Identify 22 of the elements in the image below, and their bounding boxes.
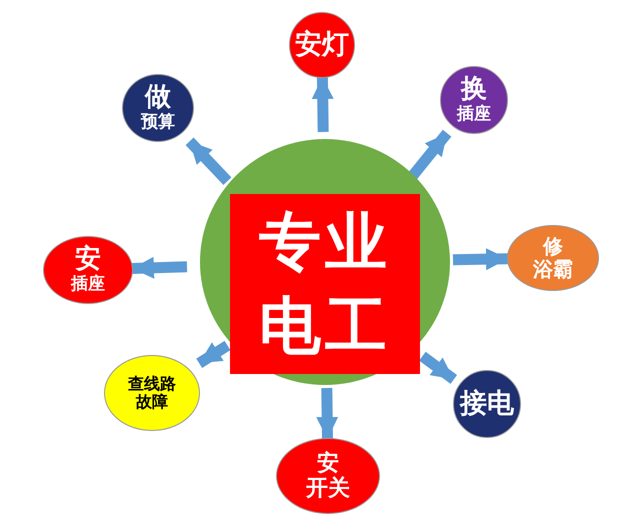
label-box: 专业电工 [230, 194, 420, 374]
node-label: 插座 [457, 105, 491, 125]
node-label: 做 [145, 83, 171, 112]
node-label: 安 [317, 450, 339, 476]
node-label: 插座 [71, 275, 105, 295]
arrow [132, 256, 188, 279]
arrow [419, 352, 458, 384]
node-label: 安 [75, 245, 101, 274]
node-label: 查线路故障 [126, 374, 177, 412]
arrow [316, 388, 338, 440]
node-label: 修 [543, 235, 563, 258]
node-label: 预算 [141, 113, 175, 133]
node-label: 接电 [460, 388, 514, 420]
node-label: 开关 [306, 476, 350, 502]
arrow [196, 340, 230, 368]
node-label: 浴霸 [533, 258, 573, 281]
node-label: 安灯 [295, 29, 349, 61]
arrow [186, 138, 232, 185]
arrow [312, 76, 334, 132]
arrow [452, 248, 508, 270]
node-label: 换 [461, 75, 487, 104]
arrow [408, 130, 452, 180]
